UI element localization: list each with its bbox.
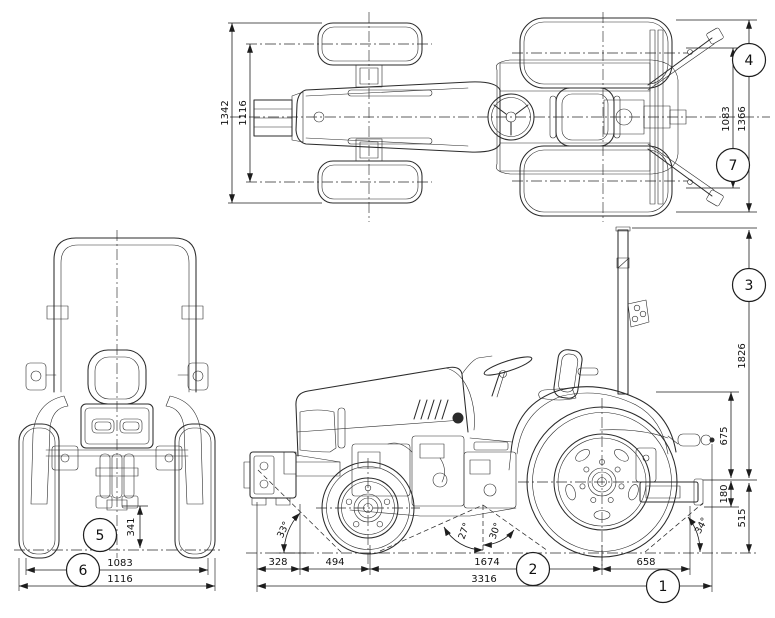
callout-2-number: 2 bbox=[529, 562, 538, 578]
dim-label-front-axle-distance: 494 bbox=[325, 557, 344, 568]
dim-rear-track-width: 1083 bbox=[25, 558, 209, 575]
dim-label-drawbar-clearance: 180 bbox=[719, 484, 730, 503]
dim-label-front-overhang: 328 bbox=[268, 557, 287, 568]
dim-rear-drawbar-height: 341 bbox=[122, 505, 148, 548]
dim-label-lift-point-height: 675 bbox=[719, 426, 730, 445]
callout-7-number: 7 bbox=[729, 158, 738, 174]
side-view-drawing: 33° 27° 30° 34° bbox=[243, 226, 758, 566]
rear-rops-bar bbox=[46, 237, 204, 393]
angle-label-departure: 34° bbox=[693, 516, 711, 536]
callout-7: 7 bbox=[715, 147, 751, 183]
dim-label-drawbar-height: 515 bbox=[737, 508, 748, 527]
callout-2: 2 bbox=[515, 551, 551, 587]
angle-label-approach: 33° bbox=[275, 520, 292, 540]
rear-view-drawing bbox=[14, 230, 222, 559]
dim-label-top-rear-overall-width: 1366 bbox=[737, 106, 748, 131]
top-front-tires bbox=[246, 22, 432, 204]
dim-label-overall-height: 1826 bbox=[737, 343, 748, 368]
callout-3: 3 bbox=[731, 267, 767, 303]
side-steering-wheel bbox=[483, 356, 533, 398]
callout-6-number: 6 bbox=[79, 563, 88, 579]
side-front-weight bbox=[243, 451, 341, 506]
dim-label-top-rear-track: 1083 bbox=[721, 106, 732, 131]
callout-4: 4 bbox=[731, 42, 767, 78]
side-hood bbox=[295, 355, 493, 457]
side-breakover-angles: 27° 30° bbox=[379, 504, 549, 553]
top-hood bbox=[295, 81, 501, 153]
side-rops-bar bbox=[615, 226, 650, 395]
dim-label-wheelbase: 1674 bbox=[474, 557, 499, 568]
callout-3-number: 3 bbox=[745, 278, 754, 294]
dim-top-front-track: 1116 bbox=[238, 44, 253, 182]
callout-1-number: 1 bbox=[659, 579, 668, 595]
callout-5: 5 bbox=[82, 517, 118, 553]
callout-1: 1 bbox=[645, 568, 681, 604]
dim-label-rear-track-width: 1083 bbox=[107, 558, 132, 569]
callout-5-number: 5 bbox=[96, 528, 105, 544]
rear-wheels bbox=[18, 423, 216, 559]
dim-top-overall-width: 1342 bbox=[220, 22, 322, 204]
side-rear-hitch bbox=[599, 429, 715, 506]
dim-rear-overall-width: 1116 bbox=[18, 558, 216, 591]
rear-fenders bbox=[30, 395, 204, 505]
callout-4-number: 4 bbox=[745, 53, 754, 69]
dim-side-overall-length: 3316 bbox=[257, 574, 712, 589]
dim-label-top-front-track: 1116 bbox=[238, 100, 249, 125]
dim-label-rear-overall-width: 1116 bbox=[107, 574, 132, 585]
callout-6: 6 bbox=[65, 552, 101, 588]
dim-label-rear-overhang: 658 bbox=[636, 557, 655, 568]
rear-engine-block bbox=[80, 403, 154, 449]
dim-label-rear-drawbar-height: 341 bbox=[126, 517, 137, 536]
top-front-weights bbox=[253, 91, 304, 143]
top-steering-wheel bbox=[487, 93, 535, 141]
side-fender bbox=[508, 386, 677, 471]
side-seat bbox=[538, 349, 599, 401]
side-front-wheel bbox=[316, 458, 420, 566]
rear-flasher-lights bbox=[25, 362, 209, 391]
dim-label-overall-length: 3316 bbox=[471, 574, 496, 585]
dim-label-top-overall-width: 1342 bbox=[220, 100, 231, 125]
side-machinery bbox=[349, 435, 517, 517]
dim-side-bottom-chain: 328 494 1674 658 bbox=[256, 444, 713, 592]
angle-label-breakover-rear: 30° bbox=[488, 521, 504, 541]
rear-hitch bbox=[95, 453, 139, 511]
top-rear-tires bbox=[512, 17, 688, 217]
rear-axle-frame bbox=[45, 445, 189, 471]
angle-label-breakover-front: 27° bbox=[457, 521, 473, 541]
top-view-drawing bbox=[230, 12, 770, 222]
